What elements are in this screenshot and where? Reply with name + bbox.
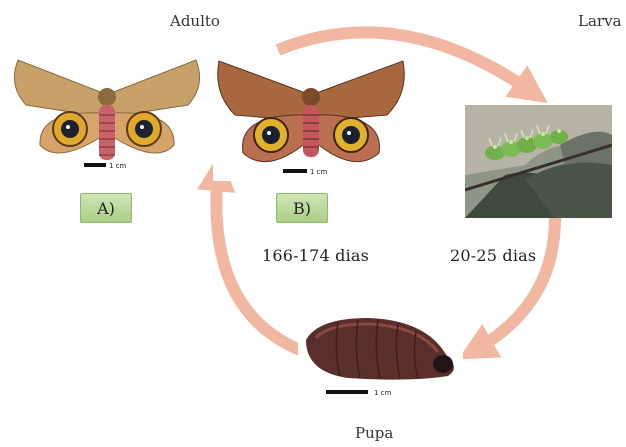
duration-larva-to-pupa: 20-25 dias xyxy=(450,246,536,265)
stage-label-adult: Adulto xyxy=(170,12,220,30)
stage-label-pupa: Pupa xyxy=(355,424,393,442)
scale-label-b: 1 cm xyxy=(310,168,328,176)
duration-adult-cycle: 166-174 dias xyxy=(262,246,369,265)
arrow-larva-to-pupa xyxy=(475,218,555,350)
larva-image xyxy=(465,105,612,218)
stage-label-larva: Larva xyxy=(578,12,622,30)
scale-label-a: 1 cm xyxy=(109,162,127,170)
pupa-image: 1 cm xyxy=(298,310,463,405)
moth-specimen-a-image: 1 cm xyxy=(8,55,206,175)
specimen-tag-a: A) xyxy=(80,193,132,223)
scale-label-pupa: 1 cm xyxy=(374,389,392,397)
moth-specimen-b-image: 1 cm xyxy=(213,55,409,181)
specimen-tag-b: B) xyxy=(276,193,328,223)
